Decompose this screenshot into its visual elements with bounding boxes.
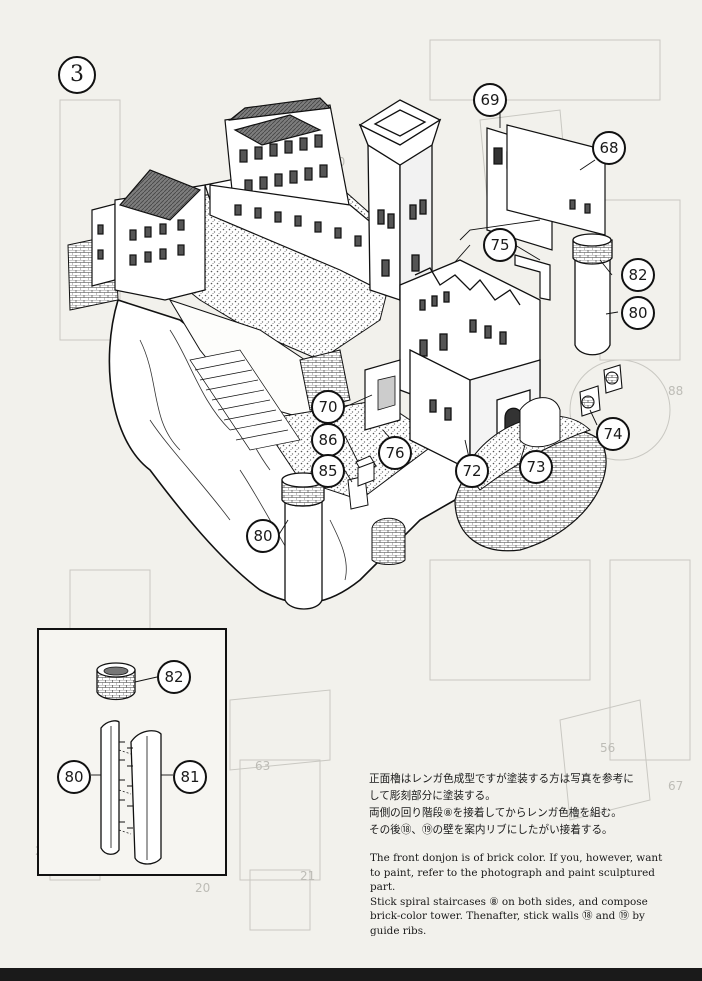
square-tower — [358, 99, 442, 302]
en-line-1: The front donjon is of brick color. If y… — [370, 852, 663, 864]
svg-text:21: 21 — [300, 869, 315, 883]
wall-68 — [506, 124, 606, 236]
inset-callout-82: 82 — [157, 660, 191, 694]
step-number-badge: 3 — [58, 56, 96, 94]
callout-76: 76 — [378, 436, 412, 470]
inset-callout-81: 81 — [173, 760, 207, 794]
callout-72: 72 — [455, 454, 489, 488]
en-line-4: brick-color tower. Thenafter, stick wall… — [370, 910, 645, 923]
inset-tower-drawing — [91, 662, 173, 865]
back-wing — [209, 97, 381, 291]
jp-line-4: その後⑱、⑲の壁を案内リブにしたがい接着する。 — [369, 824, 613, 836]
page-bottom-edge — [0, 968, 702, 981]
inset-tower-assembly: 82 80 81 — [37, 628, 227, 876]
instructions-japanese: 正面櫓はレンガ色成型ですが塗装する方は写真を参考に して彫刻部分に塗装する。 両… — [369, 771, 669, 839]
callout-73: 73 — [519, 450, 553, 484]
callout-80-right: 80 — [621, 296, 655, 330]
callout-75: 75 — [483, 228, 517, 262]
callout-86: 86 — [311, 423, 345, 457]
callout-82: 82 — [621, 258, 655, 292]
svg-text:88: 88 — [668, 384, 683, 398]
tower-80-right — [572, 233, 613, 356]
callout-68: 68 — [592, 131, 626, 165]
jp-line-2: して彫刻部分に塗装する。 — [369, 790, 496, 802]
callout-80-left: 80 — [246, 519, 280, 553]
jp-line-1: 正面櫓はレンガ色成型ですが塗装する方は写真を参考に — [369, 773, 634, 785]
jp-line-3: 両側の回り階段⑧を接着してからレンガ色櫓を組む。 — [369, 807, 622, 819]
svg-text:56: 56 — [600, 741, 615, 755]
en-line-2: to paint, refer to the photograph and pa… — [370, 866, 655, 894]
callout-85: 85 — [311, 454, 345, 488]
inset-callout-80: 80 — [57, 760, 91, 794]
tower-80-left — [281, 472, 325, 610]
callout-70: 70 — [311, 390, 345, 424]
svg-text:67: 67 — [668, 779, 683, 793]
svg-text:20: 20 — [195, 881, 210, 895]
en-line-3: Stick spiral staircases ⑧ on both sides,… — [370, 895, 648, 908]
svg-text:63: 63 — [255, 759, 270, 773]
callout-69: 69 — [473, 83, 507, 117]
callout-74: 74 — [596, 417, 630, 451]
en-line-5: guide ribs. — [370, 924, 427, 937]
instructions-english: The front donjon is of brick color. If y… — [370, 851, 665, 939]
